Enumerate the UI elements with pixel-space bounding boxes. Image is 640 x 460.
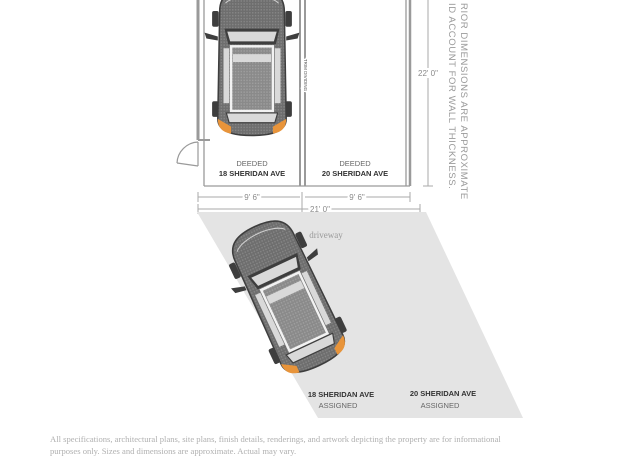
driveway-space-b-address: 20 SHERIDAN AVE: [410, 389, 476, 398]
side-note-line2: ID ACCOUNT FOR WALL THICKNESS.: [446, 3, 457, 189]
disclaimer-line2: purposes only. Sizes and dimensions are …: [50, 446, 296, 456]
dimension-lines: [197, 0, 433, 214]
garage-left-deeded-label: DEEDED: [236, 159, 268, 168]
dimension-left: 9' 6": [244, 193, 260, 202]
driveway-space-a-assigned: ASSIGNED: [319, 401, 358, 410]
dimension-right: 9' 6": [349, 193, 365, 202]
door-swing: [176, 141, 199, 167]
driveway-space-b-assigned: ASSIGNED: [421, 401, 460, 410]
side-note-line1: RIOR DIMENSIONS ARE APPROXIMATE: [458, 3, 469, 200]
disclaimer-line1: All specifications, architectural plans,…: [50, 434, 501, 444]
garage-walls: [196, 0, 412, 187]
trim-dividing-label: TRIM DIVIDING: [303, 59, 308, 92]
garage-left-address-label: 18 SHERIDAN AVE: [219, 169, 285, 178]
driveway-label: driveway: [309, 230, 343, 240]
garage-right-deeded-label: DEEDED: [339, 159, 371, 168]
driveway-space-a-address: 18 SHERIDAN AVE: [308, 390, 374, 399]
side-note: RIOR DIMENSIONS ARE APPROXIMATE ID ACCOU…: [446, 3, 469, 200]
dimension-depth: 22' 0": [418, 69, 438, 78]
garage-right-address-label: 20 SHERIDAN AVE: [322, 169, 388, 178]
garage-car: [203, 0, 301, 137]
